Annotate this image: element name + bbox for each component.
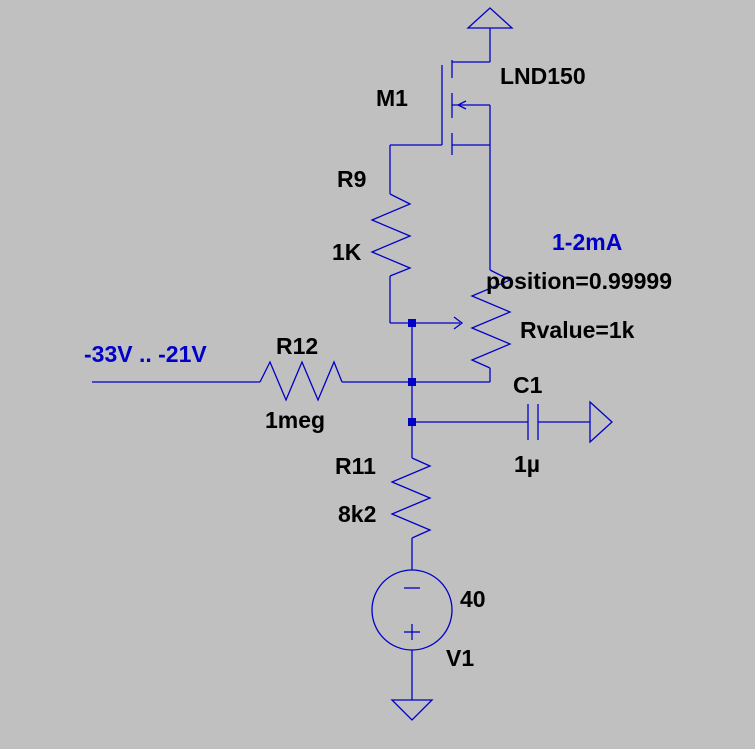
voltage-source-v1[interactable] <box>371 569 453 700</box>
input-range-label: -33V .. -21V <box>84 341 207 367</box>
ground-right-icon <box>589 400 613 444</box>
r11-value-label: 8k2 <box>338 501 376 527</box>
m1-name-label: M1 <box>376 85 408 111</box>
c1-value-label: 1µ <box>514 451 540 477</box>
r11-name-label: R11 <box>335 453 376 479</box>
ground-top-icon <box>466 7 514 62</box>
mosfet-m1[interactable] <box>390 60 491 270</box>
resistor-r12[interactable] <box>92 360 412 402</box>
c1-name-label: C1 <box>513 372 543 398</box>
v1-name-label: V1 <box>446 645 474 671</box>
resistor-r9[interactable] <box>370 145 412 323</box>
pot-position-label: position=0.99999 <box>486 268 672 294</box>
r12-name-label: R12 <box>276 333 318 359</box>
m1-value-label: LND150 <box>500 63 586 89</box>
capacitor-c1[interactable] <box>412 404 590 440</box>
pot-note-label: 1-2mA <box>552 229 622 255</box>
wiper-arrow-icon <box>453 316 464 330</box>
v1-value-label: 40 <box>460 586 486 612</box>
r9-name-label: R9 <box>337 166 366 192</box>
potentiometer[interactable] <box>412 269 512 383</box>
pot-rvalue-label: Rvalue=1k <box>520 317 635 343</box>
junction-dot <box>408 319 416 327</box>
r12-value-label: 1meg <box>265 407 325 433</box>
r9-value-label: 1K <box>332 239 362 265</box>
junction-dot <box>408 418 416 426</box>
junction-dot <box>408 378 416 386</box>
resistor-r11[interactable] <box>390 457 432 570</box>
ground-bottom-icon <box>390 699 434 721</box>
